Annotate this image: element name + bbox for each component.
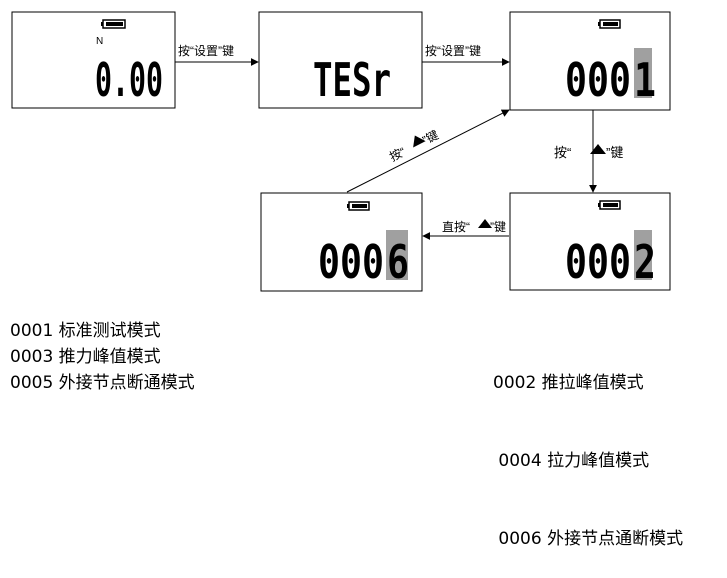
digit-highlight <box>634 230 652 280</box>
battery-icon <box>101 19 126 29</box>
transition-label-set-key: 按“设置”键 <box>178 44 234 58</box>
lcd-reading: TESr <box>313 53 391 107</box>
label-suffix: ”键 <box>490 220 506 234</box>
lcd-reading: 000 <box>565 235 631 289</box>
label-suffix: ”键 <box>420 128 441 148</box>
legend-item: 0003 推力峰值模式 <box>10 347 161 367</box>
lcd-reading-highlight: 1 <box>634 53 656 107</box>
lcd-screen-mode-0001: 000 1 <box>509 11 671 111</box>
unit-label: N <box>96 36 103 47</box>
transition-label-up-key: 按“ ”键 <box>554 144 623 160</box>
legend-item: 0001 标准测试模式 <box>10 321 161 341</box>
mode-legend-right: 0002 推拉峰值模式 0004 拉力峰值模式 0006 外接节点通断模式 <box>493 318 683 578</box>
lcd-screen-initial: N 0.00 <box>11 11 176 109</box>
label-prefix: 按“ <box>554 145 571 160</box>
up-triangle-icon <box>478 219 492 228</box>
up-triangle-icon <box>590 144 606 154</box>
lcd-screen-mode-0006: 000 6 <box>260 192 423 292</box>
mode-legend-left: 0001 标准测试模式 0003 推力峰值模式 0005 外接节点断通模式 <box>10 318 195 396</box>
lcd-reading-highlight: 6 <box>387 235 409 289</box>
up-triangle-icon <box>413 135 426 148</box>
lcd-reading: 000 <box>565 53 631 107</box>
lcd-reading-highlight: 2 <box>634 235 656 289</box>
transition-label-up-key: 按“ ”键 <box>387 128 441 165</box>
battery-icon <box>598 19 621 29</box>
battery-icon <box>347 201 370 211</box>
digit-highlight <box>634 48 652 98</box>
label-suffix: ”键 <box>606 145 623 160</box>
mode-flow-diagram: N 0.00 TESr 000 1 000 2 <box>11 11 671 292</box>
arrow-s5-to-s3 <box>346 109 510 193</box>
lcd-reading: 000 <box>318 235 384 289</box>
battery-icon <box>598 200 621 210</box>
legend-item: 0004 拉力峰值模式 <box>493 451 650 471</box>
lcd-screen-mode-0002: 000 2 <box>509 192 671 291</box>
digit-highlight <box>386 230 408 280</box>
transition-label-up-key: 直按“ ”键 <box>442 219 506 234</box>
legend-item: 0005 外接节点断通模式 <box>10 373 195 393</box>
label-prefix: 直按“ <box>442 220 470 234</box>
legend-item: 0002 推拉峰值模式 <box>493 373 644 393</box>
label-prefix: 按“ <box>387 144 408 164</box>
lcd-screen-test: TESr <box>258 11 423 109</box>
legend-item: 0006 外接节点通断模式 <box>493 529 684 549</box>
transition-label-set-key: 按“设置”键 <box>425 44 481 58</box>
lcd-reading: 0.00 <box>95 53 163 107</box>
